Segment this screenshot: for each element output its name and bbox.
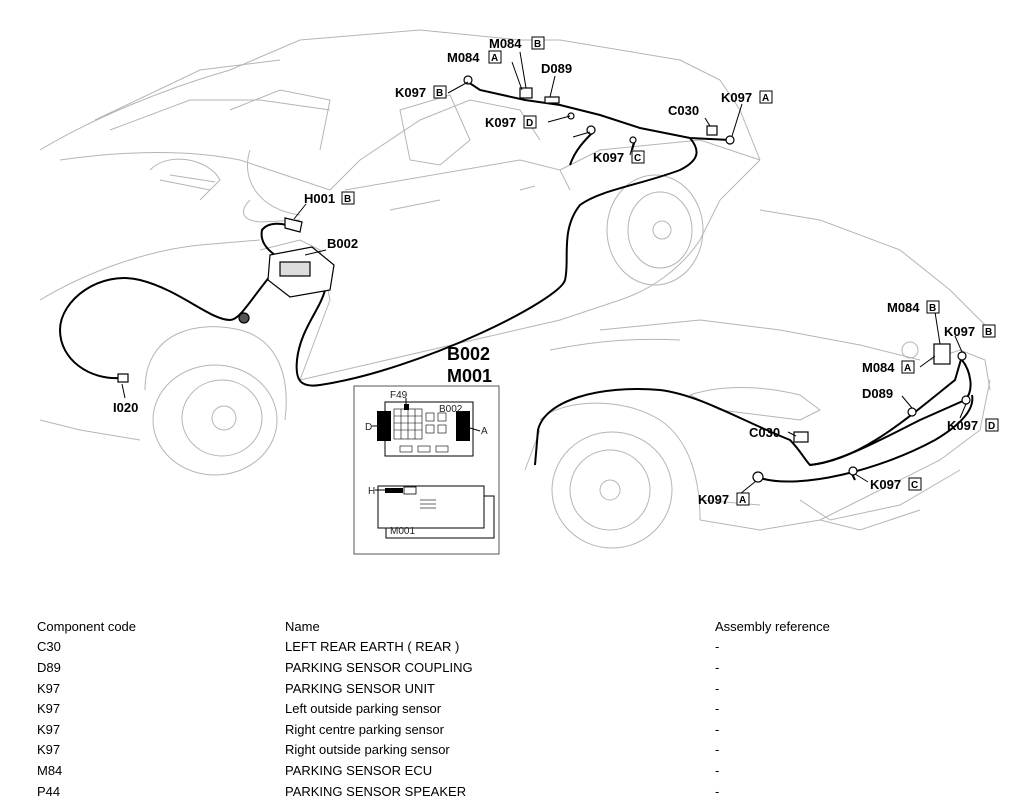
label-k097b-rear-suffix: B <box>985 327 992 338</box>
label-c030-rear: C030 <box>749 425 780 440</box>
cell-code: D89 <box>37 659 61 675</box>
cell-name: Left outside parking sensor <box>285 701 442 717</box>
cell-ref: - <box>715 762 720 778</box>
label-m084b-top-suffix: B <box>534 39 541 50</box>
cell-name: Right centre parking sensor <box>285 721 444 737</box>
column-header-code: Component code <box>37 618 137 634</box>
inset-title-m001: M001 <box>447 366 492 386</box>
label-b002: B002 <box>327 236 358 251</box>
label-k097c-rear-suffix: C <box>911 480 918 491</box>
label-m084a-top: M084 <box>447 50 480 65</box>
label-k097a-rear-suffix: A <box>739 495 746 506</box>
table-row: K97 Right outside parking sensor - <box>37 740 997 761</box>
component-table: Component code Name Assembly reference C… <box>37 616 997 801</box>
inset-title-b002: B002 <box>447 344 490 364</box>
table-row: K97 PARKING SENSOR UNIT - <box>37 678 997 699</box>
sensor-k097c-top <box>629 136 637 144</box>
inset-box-label: B002 <box>439 404 463 415</box>
label-k097a-top-suffix: A <box>762 93 769 104</box>
table-row: M84 PARKING SENSOR ECU - <box>37 760 997 781</box>
earth-i020 <box>117 373 129 383</box>
label-m084a-rear-suffix: A <box>904 363 911 374</box>
cell-name: LEFT REAR EARTH ( REAR ) <box>285 639 460 655</box>
cell-ref: - <box>715 659 720 675</box>
sensor-k097c-rear <box>848 466 858 476</box>
label-m084b-rear-suffix: B <box>929 303 936 314</box>
label-m084a-rear: M084 <box>862 360 895 375</box>
cell-code: K97 <box>37 742 61 758</box>
cell-name: PARKING SENSOR ECU <box>285 762 433 778</box>
label-d089-rear: D089 <box>862 386 893 401</box>
label-m084a-top-suffix: A <box>491 53 498 64</box>
label-k097d-top-suffix: D <box>526 118 533 129</box>
connector-h001b <box>284 217 303 233</box>
table-row: K97 Left outside parking sensor - <box>37 698 997 719</box>
table-row: D89 PARKING SENSOR COUPLING - <box>37 657 997 678</box>
cell-ref: - <box>715 639 720 655</box>
label-d089-top: D089 <box>541 61 572 76</box>
ecu-box-rear <box>933 343 951 365</box>
inset-b002-m001: B002 M001 F49 B002 D A <box>353 344 500 555</box>
column-header-assembly: Assembly reference <box>715 618 830 634</box>
components <box>117 75 971 483</box>
cell-code: K97 <box>37 680 61 696</box>
sensor-k097d-rear <box>961 395 971 405</box>
connector-c030-rear <box>793 431 809 443</box>
sensor-k097b-rear <box>957 351 967 361</box>
component-labels: M084 B M084 A D089 K097 B C030 K097 A K0… <box>113 36 999 507</box>
inset-lower-label: M001 <box>390 526 415 537</box>
cell-name: PARKING SENSOR SPEAKER <box>285 783 467 799</box>
label-k097b-rear: K097 <box>944 324 975 339</box>
label-i020: I020 <box>113 400 138 415</box>
cell-ref: - <box>715 680 720 696</box>
sensor-k097a-rear <box>752 471 764 483</box>
cell-name: PARKING SENSOR COUPLING <box>285 659 473 675</box>
label-m084b-top: M084 <box>489 36 522 51</box>
connector-c030-top <box>706 125 718 136</box>
label-k097a-top: K097 <box>721 90 752 105</box>
table-row: P44 PARKING SENSOR SPEAKER - <box>37 781 997 801</box>
inset-side-right: A <box>481 426 488 437</box>
label-k097c-top-suffix: C <box>634 153 641 164</box>
inset-side-left: D <box>365 422 372 433</box>
cell-code: K97 <box>37 721 61 737</box>
coupling-d089-rear <box>907 407 917 417</box>
label-k097a-rear: K097 <box>698 492 729 507</box>
cell-ref: - <box>715 783 720 799</box>
cell-name: PARKING SENSOR UNIT <box>285 680 436 696</box>
cell-ref: - <box>715 742 720 758</box>
label-h001b-suffix: B <box>344 194 351 205</box>
sensor-k097a-top <box>725 135 735 145</box>
cell-code: P44 <box>37 783 61 799</box>
label-k097c-rear: K097 <box>870 477 901 492</box>
cell-name: Right outside parking sensor <box>285 742 450 758</box>
column-header-name: Name <box>285 618 320 634</box>
label-c030-top: C030 <box>668 103 699 118</box>
wiring-harness <box>58 79 974 483</box>
cell-ref: - <box>715 701 720 717</box>
label-k097c-top: K097 <box>593 150 624 165</box>
cell-ref: - <box>715 721 720 737</box>
label-k097d-rear: K097 <box>947 418 978 433</box>
label-k097b-top: K097 <box>395 85 426 100</box>
inset-fuse-label: F49 <box>390 390 408 401</box>
label-h001b: H001 <box>304 191 335 206</box>
sensor-k097b-top <box>463 75 473 85</box>
sensor-k097d-top <box>567 112 575 120</box>
table-row: K97 Right centre parking sensor - <box>37 719 997 740</box>
label-k097b-top-suffix: B <box>436 88 443 99</box>
car-illustration <box>39 29 991 549</box>
cell-code: C30 <box>37 639 61 655</box>
cell-code: K97 <box>37 701 61 717</box>
label-k097d-top: K097 <box>485 115 516 130</box>
leader-lines <box>121 51 967 495</box>
table-header-row: Component code Name Assembly reference <box>37 616 997 637</box>
label-m084b-rear: M084 <box>887 300 920 315</box>
cell-code: M84 <box>37 762 63 778</box>
inset-side-h: H <box>368 486 375 497</box>
table-row: C30 LEFT REAR EARTH ( REAR ) - <box>37 637 997 658</box>
label-k097d-rear-suffix: D <box>988 421 995 432</box>
coupling-d089-top <box>544 96 560 104</box>
wiring-diagram: M084 B M084 A D089 K097 B C030 K097 A K0… <box>39 29 999 555</box>
